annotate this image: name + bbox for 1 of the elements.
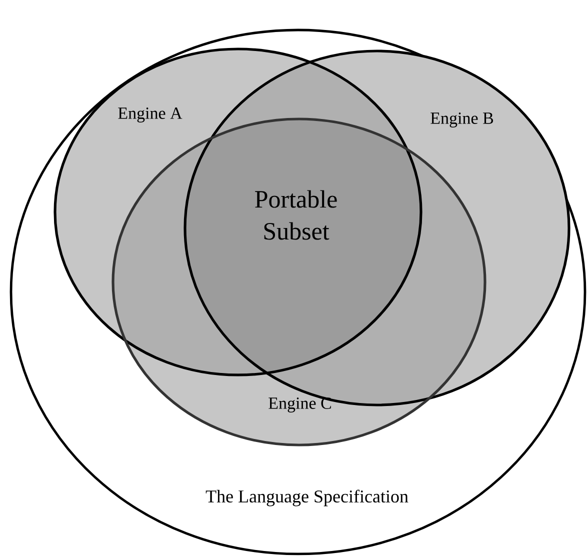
center-label: Portable Subset (255, 190, 337, 240)
